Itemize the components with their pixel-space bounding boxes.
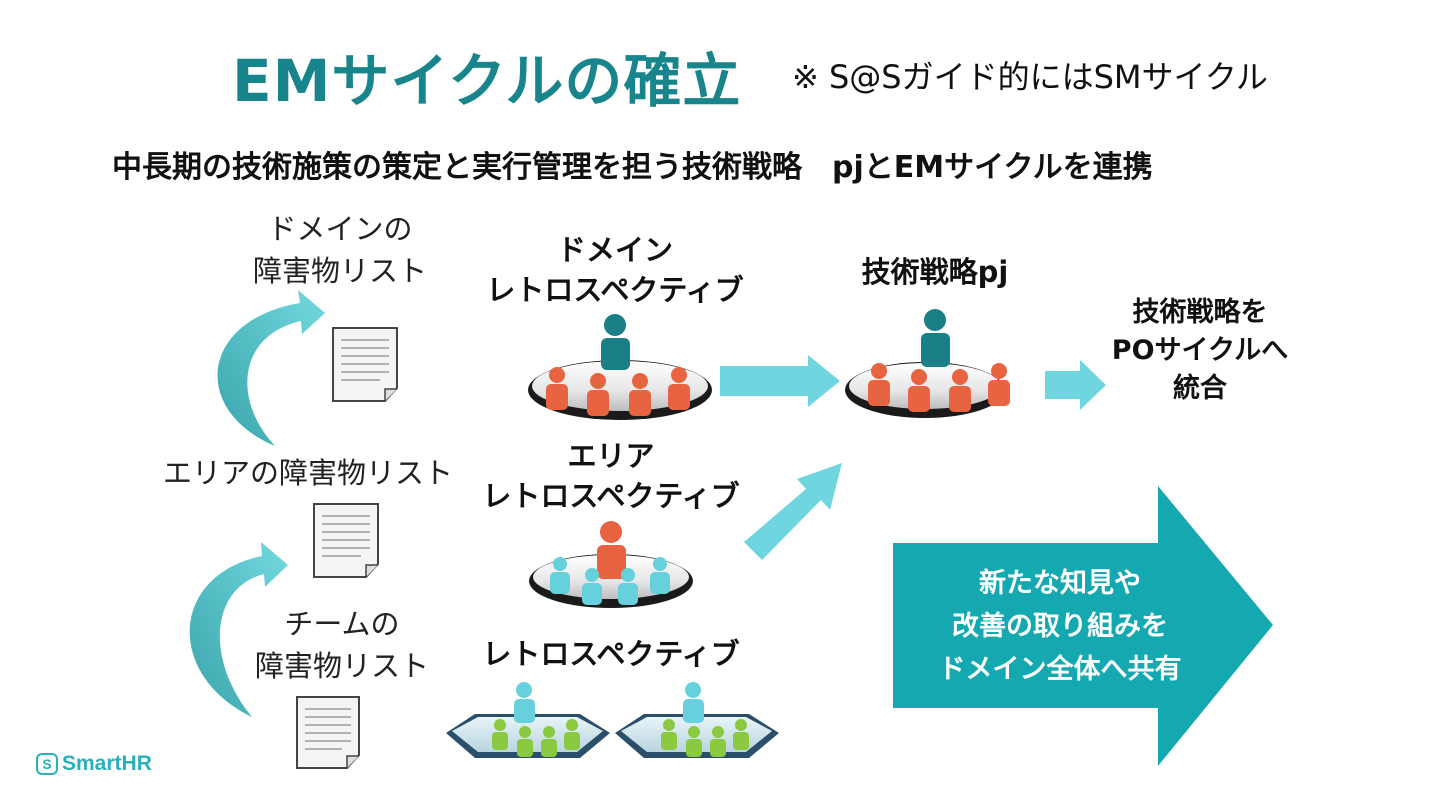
retro-area-label: エリア レトロスペクティブ <box>482 439 740 513</box>
page-title: EMサイクルの確立 <box>232 47 742 115</box>
leader-figure-area <box>597 521 626 579</box>
leader-figure-domain <box>601 314 630 370</box>
header-note: ※ S@Sガイド的にはSMサイクル <box>792 58 1268 96</box>
meeting-table-domain <box>528 314 712 420</box>
document-icon-domain <box>332 327 398 402</box>
curved-arrow-lower <box>189 542 288 717</box>
integrate-label: 技術戦略を POサイクルへ 統合 <box>1111 297 1289 404</box>
meeting-table-team-left <box>446 682 610 758</box>
arrow-domain-to-strategy <box>720 355 840 407</box>
big-arrow-label: 新たな知見や 改善の取り組みを ドメイン全体へ共有 <box>938 568 1182 685</box>
smarthr-logo: S SmartHR <box>36 752 152 776</box>
member-figures-area <box>550 557 670 605</box>
member-figures-domain <box>546 367 690 416</box>
obstacle-list-team-label: チームの 障害物リスト <box>254 607 429 683</box>
obstacle-list-domain-label: ドメインの 障害物リスト <box>252 212 427 288</box>
smarthr-logo-icon: S <box>36 753 58 775</box>
leader-figure-team-right <box>683 682 704 723</box>
member-figures-team-left <box>492 719 580 757</box>
smarthr-logo-text: SmartHR <box>62 752 152 775</box>
strategy-pj-label: 技術戦略pj <box>861 255 1009 289</box>
retro-domain-label: ドメイン レトロスペクティブ <box>486 233 744 307</box>
meeting-table-team-right <box>615 682 779 758</box>
leader-figure-strategy <box>921 309 950 367</box>
document-icon-area <box>313 503 379 578</box>
document-icon-team <box>296 696 360 769</box>
arrow-area-to-strategy <box>744 463 842 560</box>
big-share-arrow <box>893 486 1273 766</box>
obstacle-list-area-label: エリアの障害物リスト <box>162 456 453 490</box>
retro-team-label: レトロスペクティブ <box>482 637 740 671</box>
arrow-strategy-to-integrate <box>1045 360 1106 410</box>
member-figures-strategy <box>868 363 1010 412</box>
curved-arrow-upper <box>217 290 325 446</box>
meeting-table-area <box>529 521 693 608</box>
page-subtitle: 中長期の技術施策の策定と実行管理を担う技術戦略 pjとEMサイクルを連携 <box>112 150 1153 185</box>
member-figures-team-right <box>661 719 749 757</box>
meeting-table-strategy <box>845 309 1010 418</box>
leader-figure-team-left <box>514 682 535 723</box>
